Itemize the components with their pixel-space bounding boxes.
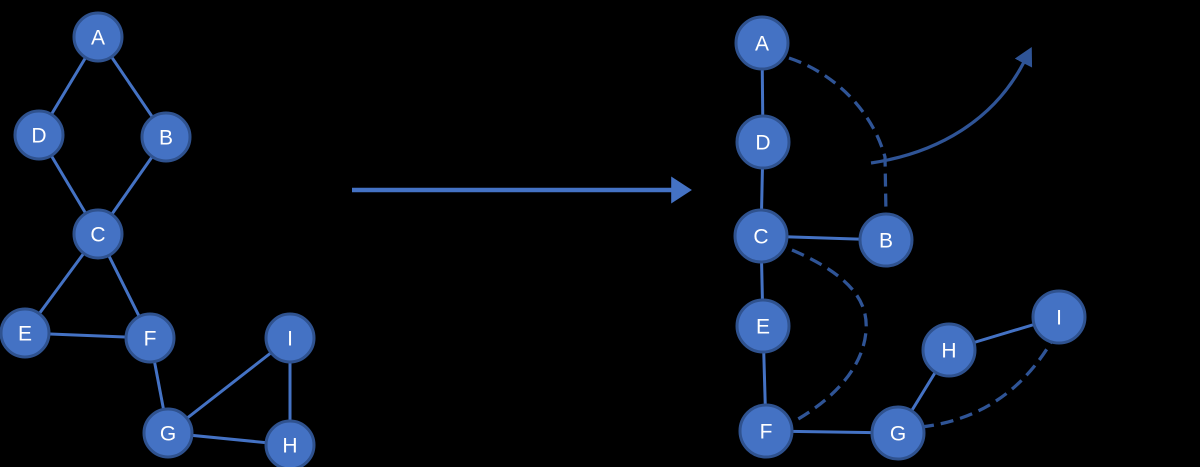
- node-I: I: [264, 312, 316, 364]
- node-label-C: C: [753, 226, 768, 249]
- node-D: D: [735, 114, 791, 170]
- node-H: H: [264, 419, 316, 467]
- node-label-A: A: [91, 27, 105, 50]
- annotation-arrow: [870, 46, 1033, 165]
- node-H: H: [921, 322, 977, 378]
- node-circle-F: [738, 403, 794, 459]
- node-D: D: [13, 109, 65, 161]
- node-label-H: H: [941, 340, 956, 363]
- node-circle-E: [735, 298, 791, 354]
- node-label-B: B: [879, 230, 893, 253]
- node-label-D: D: [31, 125, 46, 148]
- node-circle-E: [0, 307, 51, 359]
- node-label-C: C: [90, 224, 105, 247]
- node-circle-D: [13, 109, 65, 161]
- node-label-E: E: [756, 316, 770, 339]
- node-F: F: [124, 312, 176, 364]
- dfs-tree-graph: A D C B E F G H I: [733, 15, 1087, 461]
- node-A: A: [734, 15, 790, 71]
- node-I: I: [1031, 289, 1087, 345]
- node-E: E: [0, 307, 51, 359]
- node-label-E: E: [18, 323, 32, 346]
- node-circle-H: [264, 419, 316, 467]
- node-circle-I: [264, 312, 316, 364]
- node-label-I: I: [287, 328, 293, 351]
- node-label-F: F: [760, 421, 773, 444]
- node-circle-H: [921, 322, 977, 378]
- node-label-A: A: [755, 33, 769, 56]
- node-A: A: [72, 11, 124, 63]
- node-F: F: [738, 403, 794, 459]
- node-B: B: [140, 111, 192, 163]
- node-G: G: [142, 407, 194, 459]
- node-circle-A: [734, 15, 790, 71]
- node-circle-C: [733, 208, 789, 264]
- node-circle-G: [142, 407, 194, 459]
- node-circle-C: [72, 208, 124, 260]
- node-label-G: G: [890, 423, 906, 446]
- node-circle-G: [870, 405, 926, 461]
- node-label-I: I: [1056, 307, 1062, 330]
- node-E: E: [735, 298, 791, 354]
- node-label-F: F: [144, 328, 157, 351]
- node-circle-I: [1031, 289, 1087, 345]
- node-label-G: G: [160, 423, 176, 446]
- node-circle-B: [858, 212, 914, 268]
- node-circle-F: [124, 312, 176, 364]
- node-label-D: D: [755, 132, 770, 155]
- node-G: G: [870, 405, 926, 461]
- node-C: C: [72, 208, 124, 260]
- original-graph: A D B C E F I G H: [0, 11, 316, 467]
- back-edge-A-B: [788, 56, 888, 215]
- node-circle-B: [140, 111, 192, 163]
- node-circle-D: [735, 114, 791, 170]
- node-B: B: [858, 212, 914, 268]
- node-label-H: H: [282, 435, 297, 458]
- node-circle-A: [72, 11, 124, 63]
- back-edge-G-I: [920, 338, 1055, 429]
- node-label-B: B: [159, 127, 173, 150]
- edge-G-I: [167, 336, 291, 435]
- node-C: C: [733, 208, 789, 264]
- back-edge-C-F: [791, 248, 868, 424]
